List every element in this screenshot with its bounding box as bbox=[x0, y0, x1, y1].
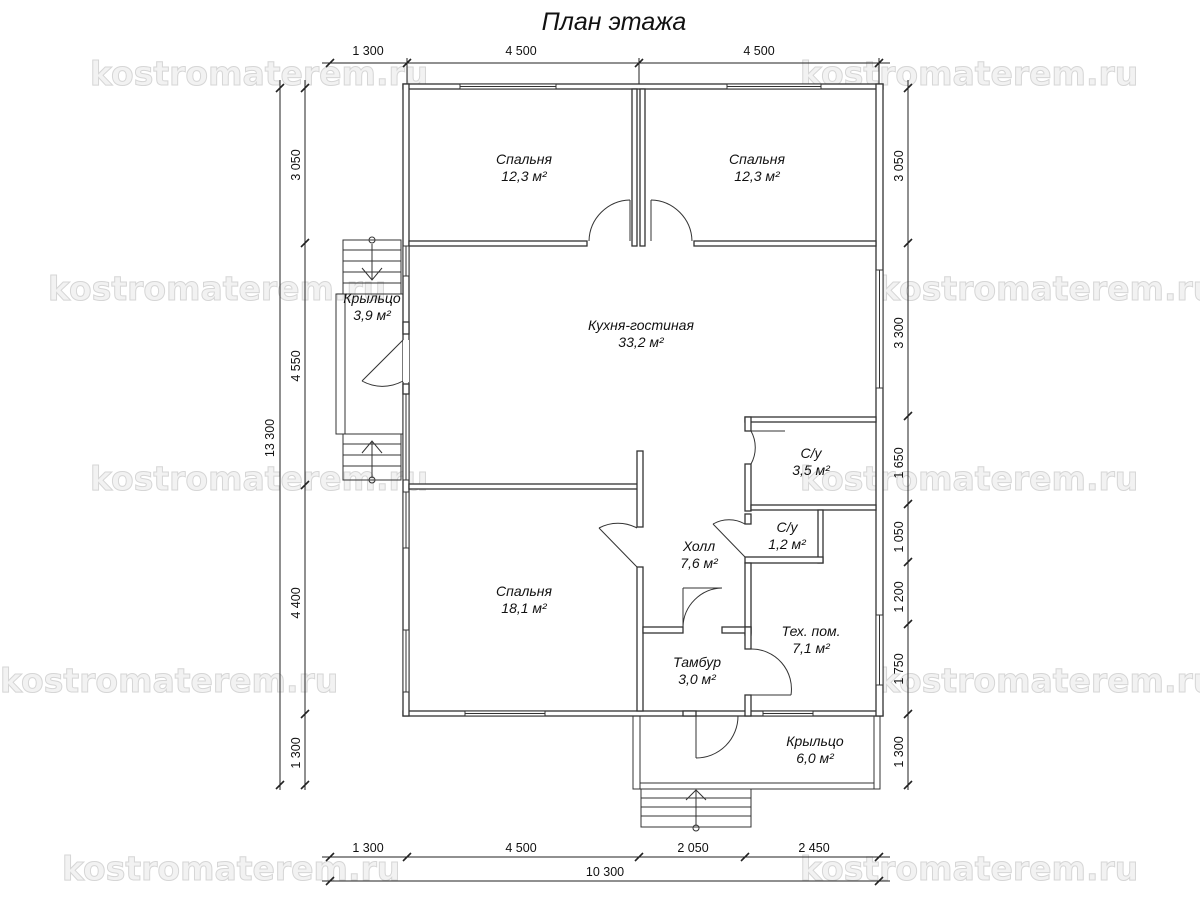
plan-title: План этажа bbox=[542, 8, 687, 36]
room-area: 6,0 м² bbox=[796, 750, 835, 766]
room-name: Кухня-гостиная bbox=[588, 317, 694, 333]
room-labels: Спальня 12,3 м² Спальня 12,3 м² Кухня-го… bbox=[343, 151, 844, 766]
dimension-label: 13 300 bbox=[263, 419, 277, 457]
room-area: 3,5 м² bbox=[792, 462, 831, 478]
dimension-label: 3 050 bbox=[289, 149, 303, 180]
watermark-layer: kostromaterem.ru kostromaterem.ru kostro… bbox=[0, 54, 1200, 889]
room-area: 12,3 м² bbox=[734, 168, 781, 184]
room-area: 3,9 м² bbox=[353, 307, 392, 323]
watermark-text: kostromaterem.ru bbox=[0, 661, 338, 700]
watermark-text: kostromaterem.ru bbox=[48, 269, 386, 308]
room-area: 12,3 м² bbox=[501, 168, 548, 184]
windows bbox=[402, 83, 884, 717]
dimension-label: 4 500 bbox=[505, 841, 536, 855]
dimension-label: 1 300 bbox=[352, 841, 383, 855]
room-bathroom-1: С/у 3,5 м² bbox=[792, 445, 831, 478]
dimension-label: 4 500 bbox=[505, 44, 536, 58]
dimension-label: 1 300 bbox=[352, 44, 383, 58]
room-bedroom-sw: Спальня 18,1 м² bbox=[496, 583, 552, 616]
dimension-label: 1 750 bbox=[892, 653, 906, 684]
room-name: Крыльцо bbox=[343, 290, 401, 306]
watermark-text: kostromaterem.ru bbox=[800, 459, 1138, 498]
room-name: Спальня bbox=[496, 151, 552, 167]
room-area: 7,6 м² bbox=[680, 555, 719, 571]
watermark-text: kostromaterem.ru bbox=[878, 269, 1200, 308]
room-area: 18,1 м² bbox=[501, 600, 548, 616]
porch-west-structure bbox=[335, 236, 403, 484]
dimension-label: 3 300 bbox=[892, 317, 906, 348]
watermark-text: kostromaterem.ru bbox=[800, 849, 1138, 888]
watermark-text: kostromaterem.ru bbox=[90, 54, 428, 93]
doors bbox=[361, 199, 792, 759]
room-bedroom-nw: Спальня 12,3 м² bbox=[496, 151, 552, 184]
room-name: Холл bbox=[682, 538, 715, 554]
dimension-label: 4 550 bbox=[289, 350, 303, 381]
room-kitchen-living: Кухня-гостиная 33,2 м² bbox=[588, 317, 694, 350]
walls bbox=[402, 83, 884, 717]
room-name: Спальня bbox=[729, 151, 785, 167]
dimension-label: 4 400 bbox=[289, 587, 303, 618]
dimension-label: 1 300 bbox=[289, 737, 303, 768]
watermark-text: kostromaterem.ru bbox=[90, 459, 428, 498]
room-area: 3,0 м² bbox=[678, 671, 717, 687]
dimension-label: 1 200 bbox=[892, 581, 906, 612]
dimension-label: 2 050 bbox=[677, 841, 708, 855]
room-name: С/у bbox=[801, 445, 823, 461]
porch-south-structure bbox=[632, 715, 881, 832]
dimension-label: 1 050 bbox=[892, 521, 906, 552]
room-area: 1,2 м² bbox=[768, 536, 807, 552]
room-porch-south: Крыльцо 6,0 м² bbox=[786, 733, 844, 766]
room-vestibule: Тамбур 3,0 м² bbox=[673, 654, 721, 687]
room-area: 7,1 м² bbox=[792, 640, 831, 656]
watermark-text: kostromaterem.ru bbox=[878, 661, 1200, 700]
room-tech-room: Тех. пом. 7,1 м² bbox=[781, 623, 840, 656]
room-name: Тех. пом. bbox=[781, 623, 840, 639]
dimension-label: 2 450 bbox=[798, 841, 829, 855]
room-name: Тамбур bbox=[673, 654, 721, 670]
watermark-text: kostromaterem.ru bbox=[62, 849, 400, 888]
dimension-label: 1 300 bbox=[892, 736, 906, 767]
room-name: Спальня bbox=[496, 583, 552, 599]
dimension-label: 3 050 bbox=[892, 150, 906, 181]
room-name: С/у bbox=[777, 519, 799, 535]
room-bathroom-2: С/у 1,2 м² bbox=[768, 519, 807, 552]
room-hall: Холл 7,6 м² bbox=[680, 538, 719, 571]
room-area: 33,2 м² bbox=[618, 334, 665, 350]
dimension-label: 1 650 bbox=[892, 447, 906, 478]
dimension-lines: 1 300 4 500 4 500 1 300 4 500 2 050 2 45… bbox=[263, 44, 913, 886]
dimension-label: 10 300 bbox=[586, 865, 624, 879]
dimension-label: 4 500 bbox=[743, 44, 774, 58]
room-name: Крыльцо bbox=[786, 733, 844, 749]
room-bedroom-ne: Спальня 12,3 м² bbox=[729, 151, 785, 184]
room-porch-west: Крыльцо 3,9 м² bbox=[343, 290, 401, 323]
